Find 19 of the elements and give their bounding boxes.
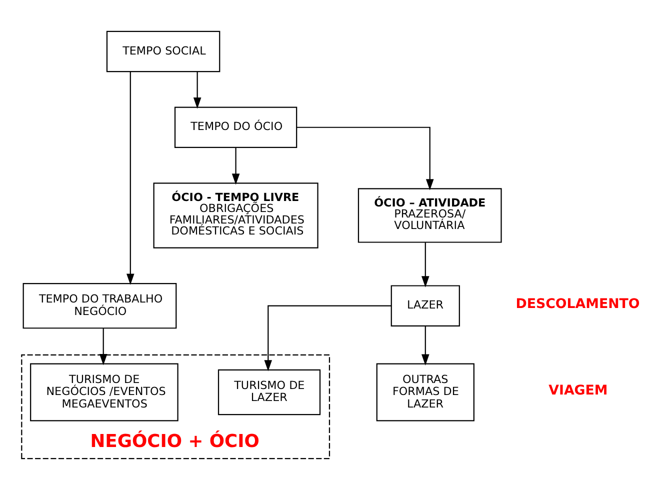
node-box: ÓCIO - TEMPO LIVRE OBRIGAÇÕES FAMILIARES/ATIVIDADES DOMÉSTICAS E SOCIAIS xyxy=(153,182,318,248)
label: VIAGEM xyxy=(548,384,608,399)
node-box: TURISMO DE NEGÓCIOS /EVENTOS MEGAEVENTOS xyxy=(30,363,178,422)
node-box: OUTRAS FORMAS DE LAZER xyxy=(376,363,474,422)
arrow xyxy=(421,242,430,288)
node-box: TEMPO DO TRABALHO NEGÓCIO xyxy=(22,282,177,329)
node-box: TEMPO DO ÓCIO xyxy=(174,106,298,148)
arrow xyxy=(232,148,240,185)
arrow xyxy=(296,126,434,190)
node-box: TURISMO DE LAZER xyxy=(218,369,321,416)
arrow xyxy=(193,72,202,109)
arrow xyxy=(99,328,108,366)
arrow xyxy=(421,326,430,366)
arrow xyxy=(264,305,392,372)
node-box: TEMPO SOCIAL xyxy=(106,30,220,72)
label: DESCOLAMENTO xyxy=(516,297,640,312)
arrow xyxy=(126,72,134,285)
node-box: ÓCIO – ATIVIDADE PRAZEROSA/ VOLUNTÁRIA xyxy=(358,188,502,243)
node-box: LAZER xyxy=(390,285,460,326)
